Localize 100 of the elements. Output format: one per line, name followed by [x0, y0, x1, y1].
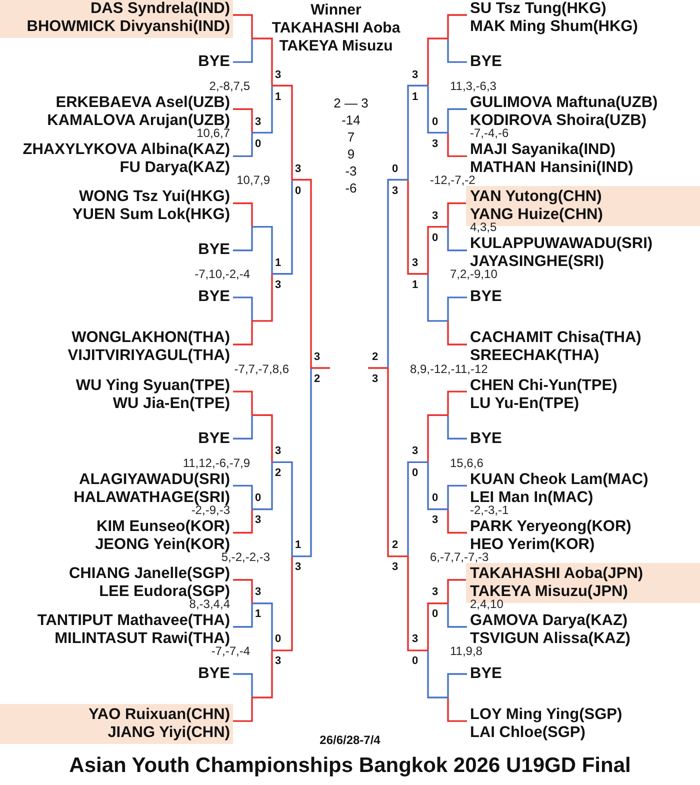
game-scores: 2,-8,7,5: [209, 79, 250, 94]
entry-name: KAMALOVA Arujan(UZB): [46, 112, 230, 130]
match-score: 0: [432, 608, 438, 620]
entry-name: JIANG Yiyi(CHN): [106, 724, 230, 742]
match-score: 3: [432, 514, 438, 526]
entry-name: BYE: [470, 288, 503, 306]
entry-name: CACHAMIT Chisa(THA): [470, 329, 642, 348]
match-score: 2: [314, 373, 320, 386]
entry-name: FU Darya(KAZ): [118, 159, 230, 178]
entry-name: BYE: [197, 288, 230, 306]
entry-name: SREECHAK(THA): [470, 347, 600, 364]
entry-name: GULIMOVA Maftuna(UZB): [470, 94, 659, 112]
game-scores: -7,10,-2,-4: [194, 267, 250, 282]
winner-name: TAKEYA Misuzu: [279, 38, 393, 54]
match-score: 2: [392, 539, 398, 552]
match-score: 0: [412, 467, 418, 480]
entry-name: BYE: [470, 430, 503, 448]
match-score: 0: [432, 232, 438, 244]
match-score: 3: [254, 586, 262, 598]
entry-name: KUAN Cheok Lam(MAC): [470, 470, 650, 489]
entry-name: WONGLAKHON(THA): [70, 329, 230, 348]
match-score: 0: [392, 162, 398, 175]
entry-name: BYE: [470, 664, 503, 683]
match-score: 3: [372, 373, 378, 386]
match-score: 0: [254, 492, 262, 504]
entry-name: MAK Ming Shum(HKG): [470, 18, 639, 36]
entry-name: MILINTASUT Rawi(THA): [54, 630, 230, 647]
title: Asian Youth Championships Bangkok 2026 U19GD Final: [68, 754, 632, 778]
entry-name: ALAGIYAWADU(SRI): [78, 470, 230, 489]
highlighted-entry: [0, 0, 233, 38]
match-score: 0: [432, 116, 438, 128]
entry-name: MAJI Sayanika(IND): [470, 141, 617, 160]
match-score: 0: [412, 655, 418, 668]
game-score: -6: [345, 180, 357, 196]
match-score: 3: [274, 655, 282, 668]
entry-name: LEE Eudora(SGP): [98, 582, 230, 600]
entry-name: LOY Ming Ying(SGP): [470, 706, 624, 724]
entry-name: VIJITVIRIYAGUL(THA): [66, 347, 230, 366]
match-score: 3: [274, 278, 282, 291]
match-score: 3: [392, 561, 398, 574]
entry-name: DAS Syndrela(IND): [89, 0, 230, 18]
entry-name: SU Tsz Tung(HKG): [470, 0, 608, 18]
entry-name: PARK Yeryeong(KOR): [470, 518, 632, 536]
entry-name: LU Yu-En(TPE): [470, 394, 580, 413]
match-score: 0: [274, 633, 282, 646]
entry-name: KULAPPUWAWADU(SRI): [470, 235, 654, 254]
match-score: 3: [412, 445, 418, 458]
entry-name: ZHAXYLYKOVA Albina(KAZ): [22, 141, 230, 160]
game-scores: -7,7,-7,8,6: [234, 362, 289, 376]
entry-name: WU Jia-En(TPE): [112, 394, 230, 413]
game-score: -3: [345, 164, 357, 178]
entry-name: CHIANG Janelle(SGP): [68, 564, 230, 583]
match-score: 1: [412, 90, 418, 103]
game-score: -14: [342, 112, 360, 128]
entry-name: WONG Tsz Yui(HKG): [78, 188, 230, 206]
entry-name: YAO Ruixuan(CHN): [87, 706, 230, 724]
game-score: 9: [347, 146, 355, 162]
match-score: 0: [294, 184, 302, 197]
entry-name: YAN Yutong(CHN): [470, 188, 603, 206]
entry-name: BYE: [470, 53, 503, 72]
entry-name: CHEN Chi-Yun(TPE): [470, 376, 618, 395]
entry-name: BHOWMICK Divyanshi(IND): [26, 18, 230, 36]
date-label: 26/6/28-7/4: [320, 733, 380, 747]
entry-name: GAMOVA Darya(KAZ): [470, 612, 629, 630]
match-score: 3: [294, 561, 302, 574]
final-score: 2 — 3: [334, 96, 368, 110]
match-score: 3: [412, 68, 418, 81]
match-score: 3: [314, 351, 320, 364]
highlighted-entry: [0, 704, 233, 744]
match-score: 3: [274, 68, 282, 81]
winner-heading: Winner: [310, 2, 362, 18]
match-score: 3: [412, 633, 418, 646]
match-score: 3: [432, 138, 438, 150]
entry-name: BYE: [197, 241, 230, 260]
entry-name: LAI Chloe(SGP): [470, 724, 586, 742]
match-score: 3: [392, 184, 398, 197]
match-score: 1: [274, 90, 282, 103]
game-score: 7: [347, 130, 355, 144]
entry-name: TAKAHASHI Aoba(JPN): [470, 564, 644, 583]
match-score: 2: [274, 467, 282, 480]
match-score: 3: [412, 256, 418, 269]
entry-name: BYE: [197, 664, 230, 683]
match-score: 3: [432, 586, 438, 598]
game-scores: 10,7,9: [236, 173, 270, 188]
entry-name: WU Ying Syuan(TPE): [74, 376, 230, 395]
match-score: 1: [294, 539, 302, 552]
match-score: 3: [432, 210, 438, 222]
entry-name: HALAWATHAGE(SRI): [72, 488, 230, 506]
match-score: 2: [372, 351, 378, 364]
entry-name: ERKEBAEVA Asel(UZB): [54, 94, 230, 112]
game-scores: 8,9,-12,-11,-12: [410, 362, 488, 376]
entry-name: YUEN Sum Lok(HKG): [71, 206, 230, 224]
match-score: 0: [254, 138, 262, 150]
match-score: 1: [412, 278, 418, 291]
match-score: 1: [274, 256, 282, 269]
match-score: 3: [254, 514, 262, 526]
match-score: 1: [254, 608, 262, 620]
match-score: 3: [254, 116, 262, 128]
match-score: 0: [432, 492, 438, 504]
game-scores: 11,12,-6,-7,9: [182, 456, 250, 470]
